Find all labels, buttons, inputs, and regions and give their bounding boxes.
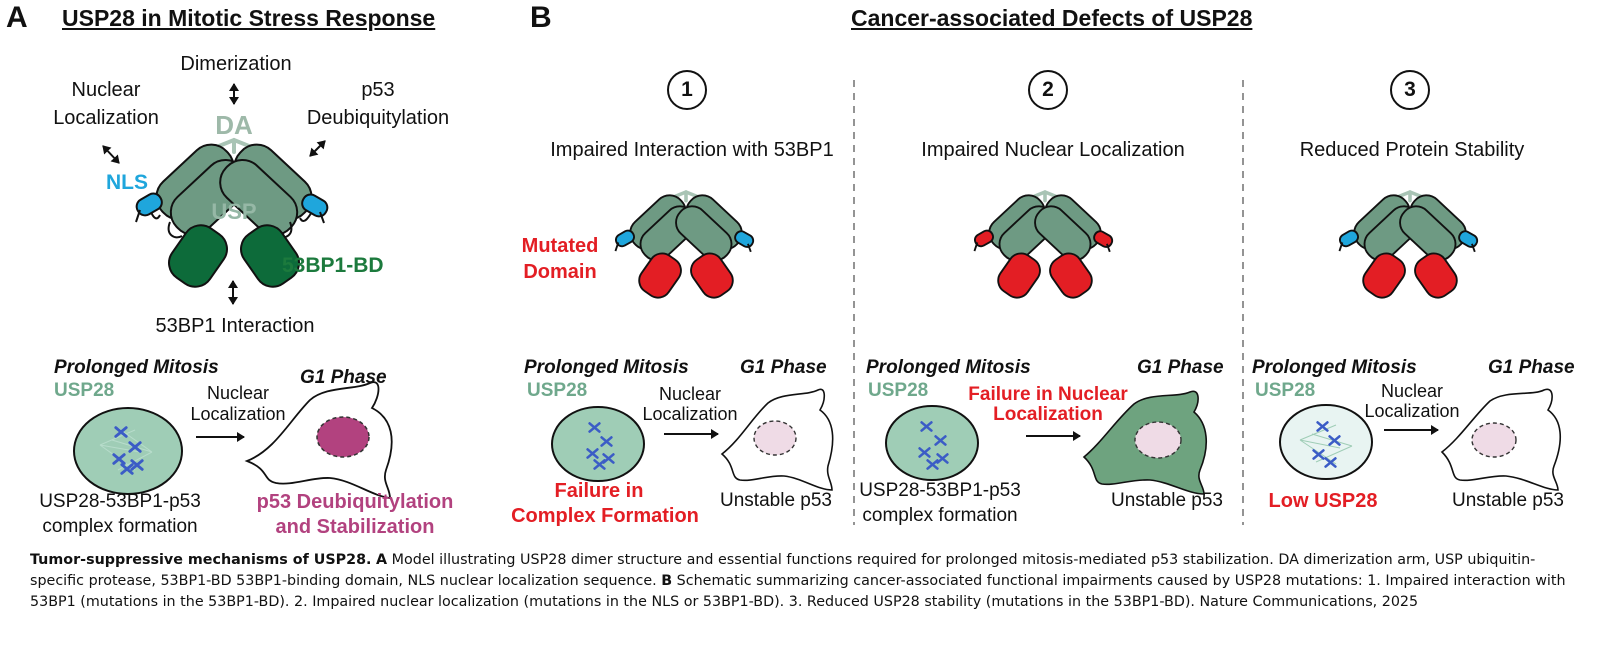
caption-a-letter: A [376,552,388,568]
column-3-heading: Reduced Protein Stability [1299,139,1525,161]
dimer-col-1 [614,190,755,299]
da-label: DA [215,110,253,140]
panel-a-title: USP28 in Mitotic Stress Response [62,5,436,31]
col-1-prolonged: Prolonged Mitosis [524,357,689,378]
col-2-prolonged: Prolonged Mitosis [866,357,1031,378]
col-2-note-1: USP28-53BP1-p53 [859,480,1021,501]
col-3-prolonged: Prolonged Mitosis [1252,357,1417,378]
col-3-result: Unstable p53 [1452,490,1564,511]
col-1-note-1: Failure in [554,480,644,502]
panel-a-g1: G1 Phase [300,367,387,388]
panel-a-usp28: USP28 [54,380,115,401]
interaction-label: 53BP1 Interaction [155,315,315,337]
nls-label: NLS [106,171,148,194]
col-3-g1: G1 Phase [1488,357,1575,378]
col-3-usp28: USP28 [1255,380,1316,401]
column-3-number: 3 [1390,70,1430,110]
panel-a-letter: A [6,1,28,34]
col-1-note-2: Complex Formation [511,505,699,527]
panel-a-complex-1: USP28-53BP1-p53 [39,491,201,512]
p53-arrow [309,140,326,157]
col-2-cell-cycle [885,390,1208,495]
p53-label-2: Deubiquitylation [306,107,450,129]
usp28-dimer-diagram [102,83,329,305]
column-1-number: 1 [667,70,707,110]
mutated-domain-1: Mutated [521,235,599,257]
bd-label: 53BP1-BD [282,254,384,277]
p53-result-1: p53 Deubiquitylation [256,491,454,513]
col-1-arrow-1: Nuclear [658,384,722,404]
mutated-domain-2: Domain [523,261,597,283]
col-1-arrow-2: Localization [642,404,738,424]
usp-label: USP [211,199,257,224]
col-2-note-2: complex formation [862,505,1018,526]
caption-b-letter: B [661,573,673,589]
nuclear-label-1: Nuclear [71,79,141,101]
col-1-g1: G1 Phase [740,357,827,378]
caption-title: Tumor-suppressive mechanisms of USP28. [30,552,372,568]
nucleus-stabilized [316,416,370,458]
col-3-note-1: Low USP28 [1268,490,1378,512]
p53-label-1: p53 [361,79,395,101]
col-2-arrow-1: Failure in Nuclear [968,384,1128,405]
col-1-cell-cycle [551,388,834,491]
nls-arrow [102,145,120,164]
dimerization-label: Dimerization [180,53,292,75]
panel-a-arrow-label-1: Nuclear [206,383,270,403]
col-1-usp28: USP28 [527,380,588,401]
col-3-cell-cycle [1279,388,1562,491]
panel-a-arrow-label-2: Localization [190,404,286,424]
col-3-arrow-1: Nuclear [1380,381,1444,401]
panel-b-title: Cancer-associated Defects of USP28 [851,5,1253,31]
col-2-result: Unstable p53 [1111,490,1223,511]
col-2-usp28: USP28 [868,380,929,401]
column-2-number: 2 [1028,70,1068,110]
dimer-col-3 [1338,190,1479,299]
figure-caption: Tumor-suppressive mechanisms of USP28. A… [30,550,1575,613]
col-1-result: Unstable p53 [720,490,832,511]
panel-b-letter: B [530,1,552,34]
panel-a-complex-2: complex formation [42,516,198,537]
dimer-col-2 [973,190,1114,299]
nuclear-label-2: Localization [53,107,159,129]
caption-b-text: Schematic summarizing cancer-associated … [30,573,1566,610]
mitotic-cell [73,407,183,495]
column-1-heading: Impaired Interaction with 53BP1 [550,139,834,161]
caption-a-text: Model illustrating USP28 dimer structure… [30,552,1536,589]
col-2-arrow-2: Localization [993,404,1103,425]
col-3-arrow-2: Localization [1364,401,1460,421]
p53-result-2: and Stabilization [275,516,435,538]
panel-a-prolonged: Prolonged Mitosis [54,357,219,378]
panel-a-cell-cycle [73,381,393,500]
col-2-g1: G1 Phase [1137,357,1224,378]
column-2-heading: Impaired Nuclear Localization [921,139,1185,161]
